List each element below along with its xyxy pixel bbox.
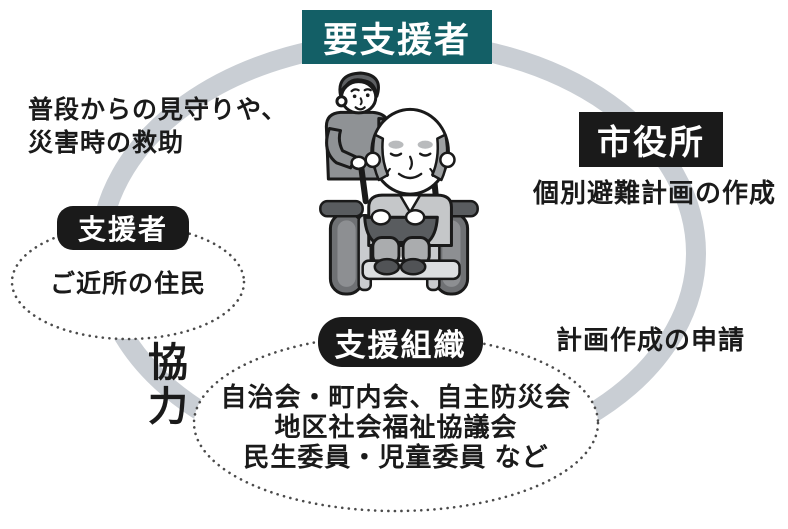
support-organization-label: 支援組織	[318, 317, 483, 367]
city-hall-label: 市役所	[579, 112, 723, 167]
watch-and-rescue-note: 普段からの見守りや、 災害時の救助	[28, 94, 287, 159]
plan-request-note: 計画作成の申請	[556, 325, 746, 355]
cooperation-label: 協 力	[146, 341, 190, 429]
organization-dotted-ellipse	[192, 333, 600, 513]
organization-member-3: 民生委員・児童委員 など	[243, 442, 549, 472]
person-needing-support-label: 要支援者	[302, 10, 492, 64]
cooperation-char-2: 力	[148, 385, 188, 429]
plan-creation-note: 個別避難計画の作成	[533, 178, 777, 208]
organization-member-2: 地区社会福祉協議会	[274, 412, 518, 442]
organization-member-1: 自治会・町内会、自主防災会	[220, 382, 572, 412]
watch-note-line2: 災害時の救助	[28, 128, 185, 157]
cooperation-char-1: 協	[148, 341, 188, 385]
supporter-member: ご近所の住民	[49, 270, 206, 298]
caregiver-pushing-wheelchair-illustration	[319, 71, 479, 296]
supporter-dotted-ellipse	[10, 223, 246, 341]
supporter-label: 支援者	[57, 206, 189, 250]
support-organization-members: 自治会・町内会、自主防災会 地区社会福祉協議会 民生委員・児童委員 など	[196, 382, 596, 472]
watch-note-line1: 普段からの見守りや、	[28, 96, 288, 124]
